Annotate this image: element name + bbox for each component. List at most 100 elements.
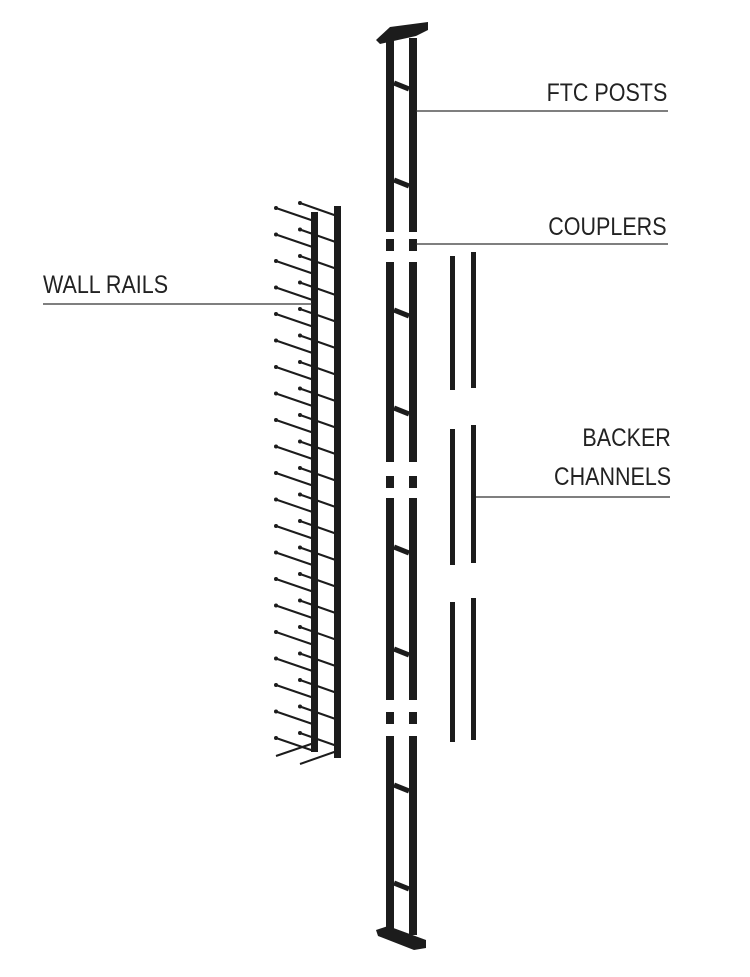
rail-peg-tip <box>274 550 278 555</box>
rail-peg <box>275 684 315 699</box>
rail-peg <box>299 705 338 721</box>
rail-peg <box>299 573 338 588</box>
rail-peg-tip <box>274 683 278 687</box>
rail-peg-tip <box>298 598 302 603</box>
rail-peg <box>275 260 315 275</box>
rail-peg <box>299 599 338 615</box>
rail-peg-tip <box>298 704 302 709</box>
rail-peg-tip <box>298 466 302 470</box>
backer-channel-bar <box>450 429 455 565</box>
post-rung <box>393 646 410 658</box>
rail-peg-tip <box>298 492 302 497</box>
backer-channels <box>450 252 476 742</box>
rail-peg <box>275 286 315 302</box>
rail-peg <box>299 255 338 270</box>
rail-peg <box>275 392 315 408</box>
rail-peg <box>299 467 338 482</box>
post-rung <box>393 405 410 417</box>
rail-peg <box>299 202 338 217</box>
rail-peg-tip <box>298 439 302 444</box>
rail-peg <box>275 207 315 222</box>
rail-peg-tip <box>274 577 278 581</box>
rail-peg-tip <box>298 227 302 232</box>
rail-peg-tip <box>274 206 278 210</box>
rail-peg <box>299 281 338 297</box>
rail-peg-tip <box>298 625 302 629</box>
rail-peg <box>299 414 338 429</box>
rail-peg-tip <box>274 365 278 369</box>
rail-peg-tip <box>274 312 278 316</box>
rail-peg-tip <box>298 307 302 311</box>
rail-peg <box>275 313 315 328</box>
rail-peg <box>275 631 315 646</box>
rail-peg-tip <box>298 201 302 205</box>
rail-peg-tip <box>274 497 278 502</box>
coupler-block <box>386 476 394 488</box>
rail-peg <box>275 742 315 757</box>
post-upright <box>409 262 417 462</box>
rail-peg-tip <box>298 731 302 735</box>
rail-peg-tip <box>274 285 278 290</box>
rail-peg-tip <box>274 418 278 422</box>
wall-rail <box>334 206 341 758</box>
coupler-block <box>409 712 417 724</box>
rail-peg <box>299 387 338 403</box>
rail-peg <box>299 546 338 562</box>
post-rung <box>393 177 410 189</box>
post-upright <box>409 38 417 232</box>
rail-peg-tip <box>298 333 302 338</box>
rail-peg <box>275 657 315 673</box>
backer-channel-bar <box>471 598 476 740</box>
post-rung <box>393 544 410 556</box>
coupler-block <box>409 476 417 488</box>
rail-peg-tip <box>298 572 302 576</box>
rail-peg <box>299 334 338 350</box>
rail-peg <box>299 679 338 694</box>
rail-peg-tip <box>298 360 302 364</box>
rail-peg <box>299 732 338 747</box>
rail-peg <box>275 339 315 355</box>
rail-peg-tip <box>298 519 302 523</box>
rail-peg <box>275 445 315 461</box>
backer-channel-bar <box>471 252 476 388</box>
rail-peg <box>275 419 315 434</box>
label-ftc-posts: FTC POSTS <box>546 79 667 107</box>
backer-channel-bar <box>471 425 476 563</box>
wall-rails <box>274 201 341 765</box>
post-upright <box>409 736 417 935</box>
leader-lines <box>43 110 670 498</box>
rail-peg-tip <box>274 656 278 661</box>
rail-peg <box>275 737 315 752</box>
rail-peg-tip <box>274 524 278 528</box>
rail-peg <box>275 233 315 249</box>
rail-peg-tip <box>274 338 278 343</box>
backer-channel-bar <box>450 256 455 390</box>
rail-peg-tip <box>274 391 278 396</box>
rail-peg <box>275 366 315 381</box>
post-rung <box>393 880 410 892</box>
rail-peg <box>275 498 315 514</box>
rail-peg <box>299 308 338 323</box>
couplers <box>386 239 417 724</box>
rail-peg <box>275 578 315 593</box>
label-wall-rails: WALL RAILS <box>43 271 169 299</box>
rail-peg-tip <box>274 471 278 475</box>
rail-peg <box>275 525 315 540</box>
ftc-posts <box>376 22 428 950</box>
coupler-block <box>409 239 417 251</box>
rail-peg <box>299 440 338 456</box>
backer-channel-bar <box>450 602 455 742</box>
coupler-block <box>386 239 394 251</box>
rail-peg-tip <box>298 651 302 656</box>
post-upright <box>386 262 394 462</box>
rail-peg-tip <box>298 678 302 682</box>
rail-peg <box>299 361 338 376</box>
rail-peg <box>275 472 315 487</box>
post-rung <box>393 80 410 92</box>
wall-rail <box>311 212 318 752</box>
rail-peg <box>299 750 338 765</box>
rail-peg <box>299 652 338 668</box>
post-upright <box>386 38 394 232</box>
